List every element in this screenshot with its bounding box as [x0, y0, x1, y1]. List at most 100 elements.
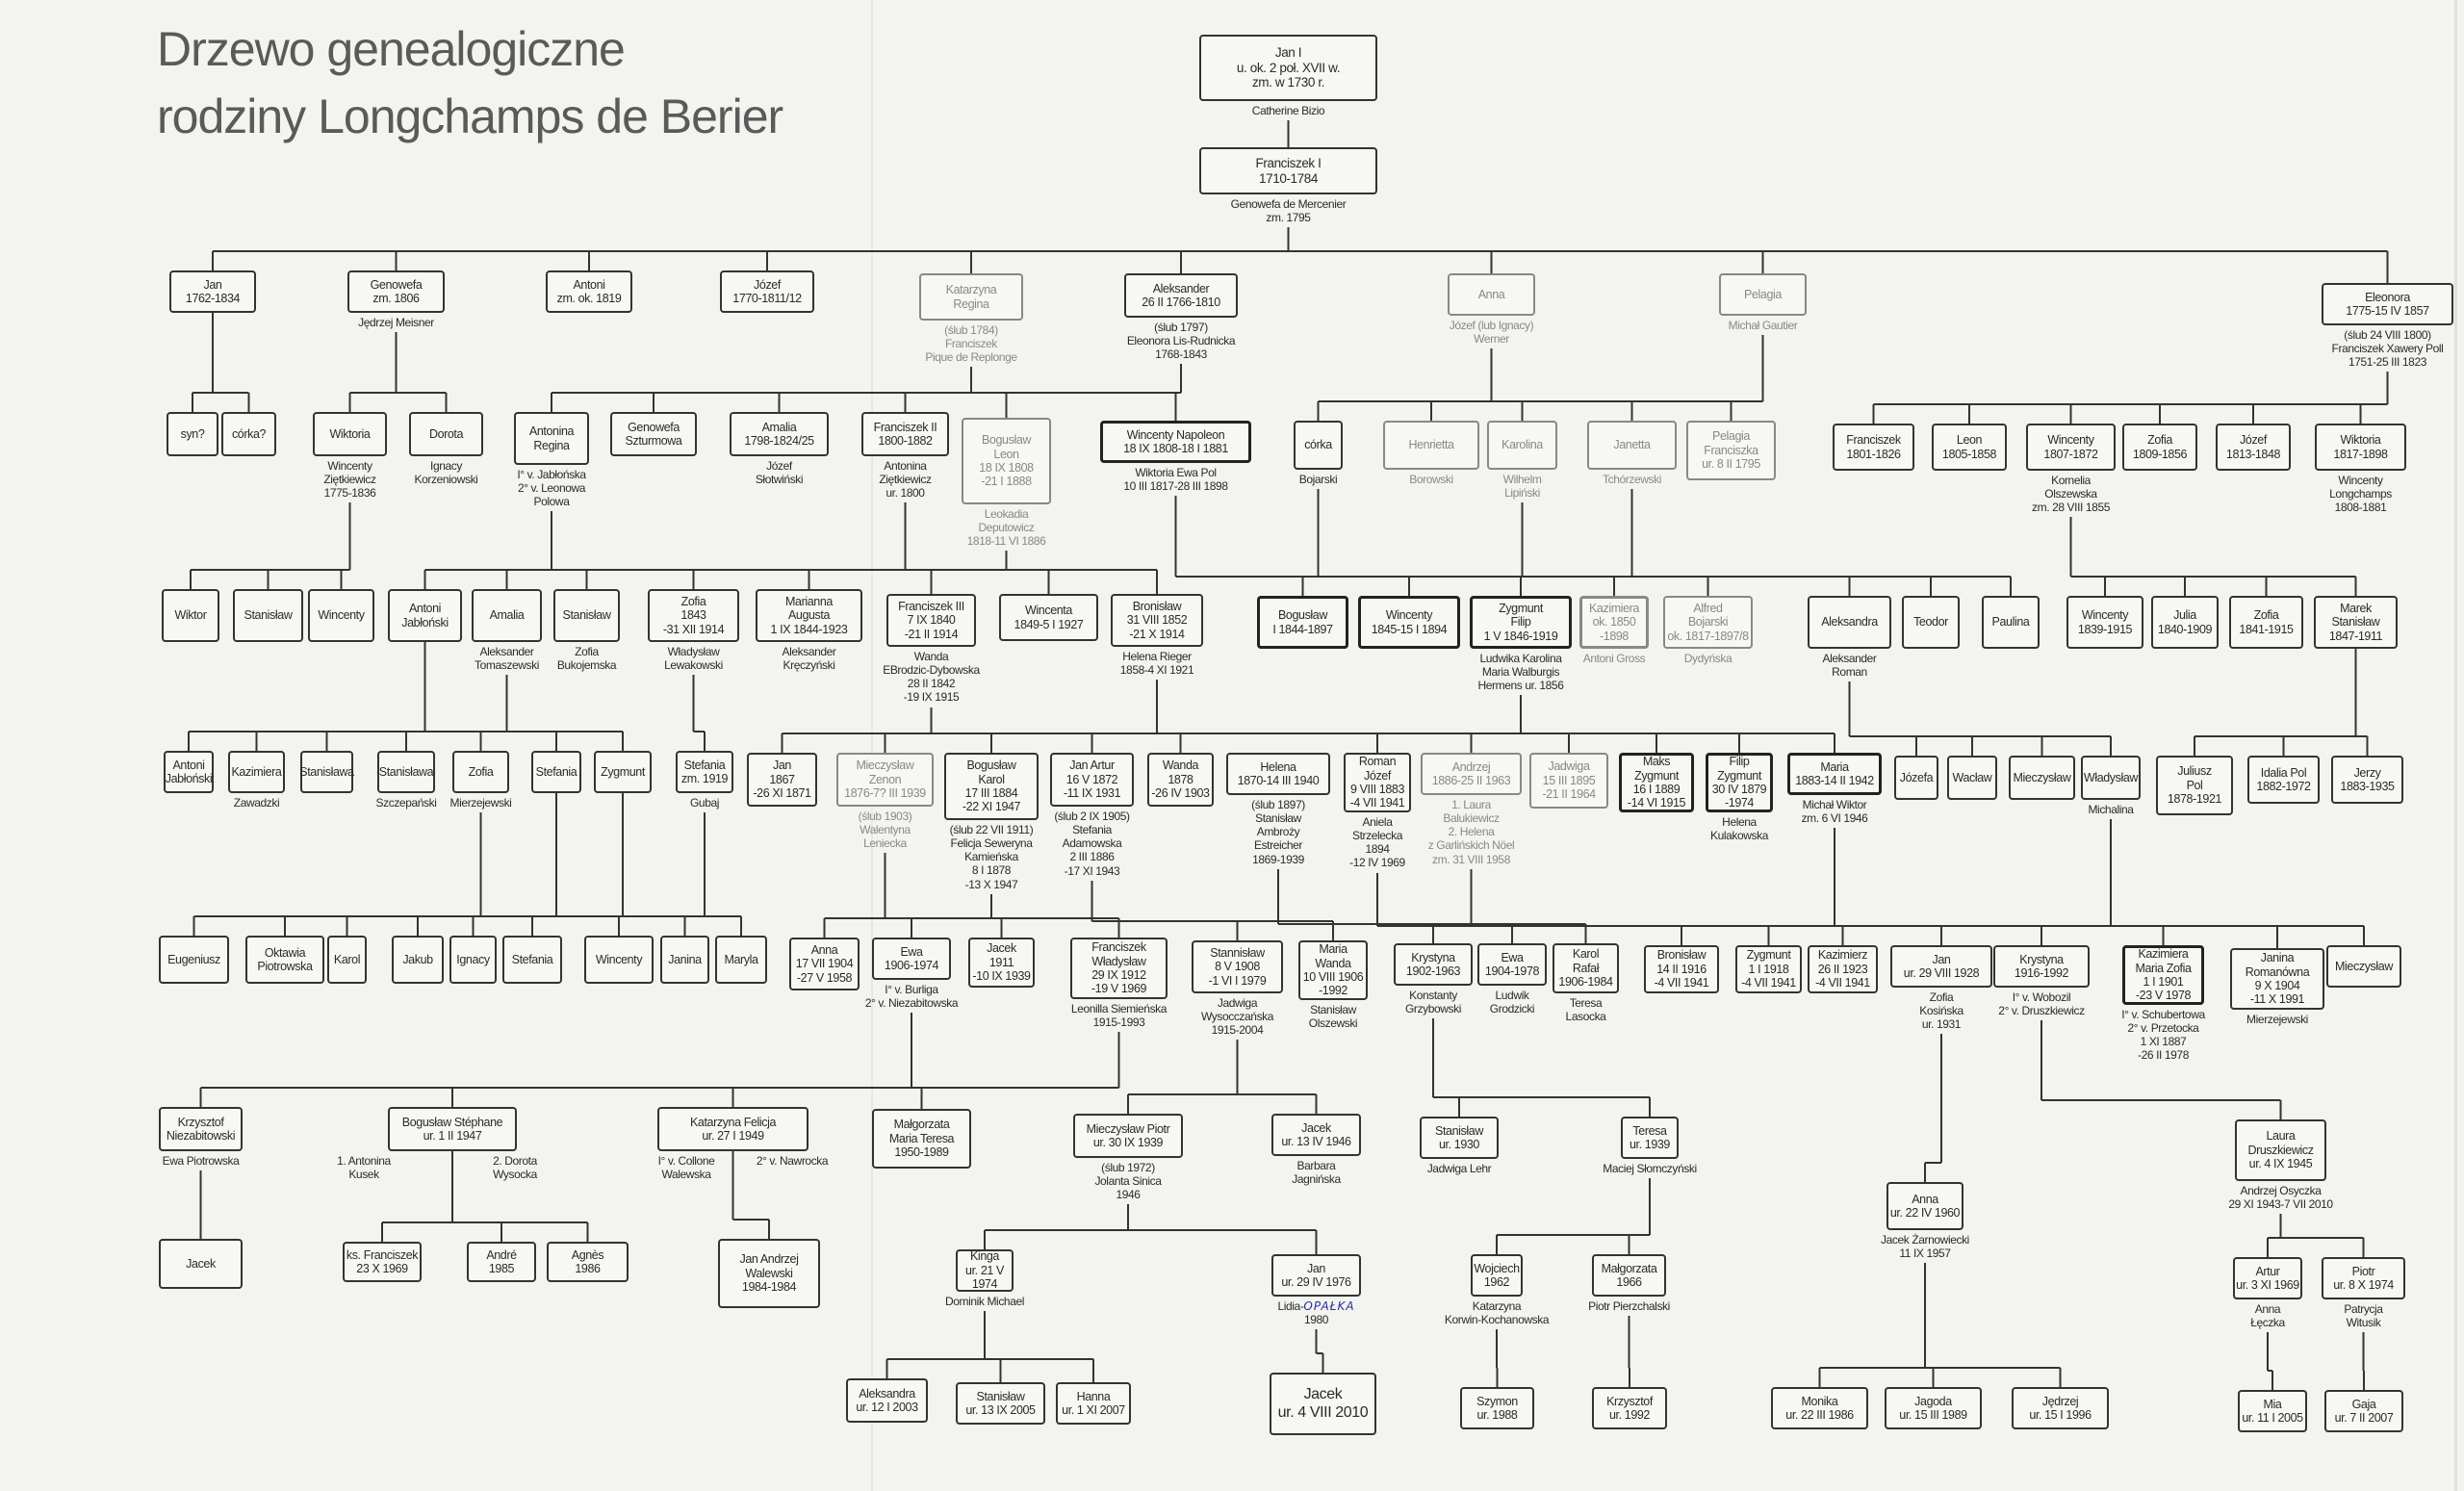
person-name-dates: Zygmunt 1 I 1918 -4 VII 1941: [1741, 948, 1796, 990]
spouse-text: Piotr Pierzchalski: [1588, 1299, 1670, 1313]
spouse-text: Leokadia Deputowicz 1818-11 VI 1886: [966, 507, 1046, 549]
connector-franc3: [781, 707, 1182, 753]
person-box-antoni: Antoni zm. ok. 1819: [546, 270, 632, 313]
spouse-text: I° v. Wobozil 2° v. Druszkiewicz: [1998, 990, 2085, 1018]
person-box-boguslaw-st: Bogusław Stéphane ur. 1 II 1947: [388, 1107, 517, 1151]
person-box-jerzy: Jerzy 1883-1935: [2331, 756, 2403, 804]
person-box-wiktoria: Wiktoria: [313, 412, 387, 456]
person-name-dates: Mieczysław Zenon 1876-7? III 1939: [844, 758, 926, 801]
person-name-dates: Juliusz Pol 1878-1921: [2167, 764, 2222, 807]
person-box-waclaw: Wacław: [1947, 756, 1997, 800]
person-box-jozef: Józef 1770-1811/12: [720, 270, 814, 313]
spouse-note: Jędrzej Meisner: [358, 316, 434, 329]
spouse-text: Helena Kulakowska: [1709, 815, 1769, 843]
spouse-note: Helena Rieger 1858-4 XI 1921: [1120, 650, 1194, 677]
person-box-amalia: Amalia 1798-1824/25: [730, 412, 829, 456]
person-box-janetta: Janetta: [1587, 421, 1677, 470]
person-box-jacek1911: Jacek 1911 -10 IX 1939: [968, 938, 1035, 988]
spouse-text: Ludwika Karolina Maria Walburgis Hermens…: [1477, 652, 1564, 693]
spouse-note: Zofia Bukojemska: [557, 645, 617, 672]
person-box-zygmunt-filip: Zygmunt Filip 1 V 1846-1919: [1470, 596, 1572, 649]
page-title-line-1: Drzewo genealogiczne: [157, 22, 626, 76]
person-box-stefania1: Stefania: [531, 751, 581, 793]
person-box-wincenta: Wincenta 1849-5 I 1927: [999, 594, 1098, 641]
person-box-mieczyslaw2: Mieczysław: [2009, 756, 2075, 800]
person-name-dates: Franciszek Władysław 29 IX 1912 -19 V 19…: [1091, 940, 1147, 996]
person-box-marianna: Marianna Augusta 1 IX 1844-1923: [756, 589, 862, 642]
person-box-krzysztof1992: Krzysztof ur. 1992: [1592, 1387, 1667, 1429]
spouse-text: Ewa Piotrowska: [162, 1154, 240, 1168]
person-name-dates: Henrietta: [1408, 438, 1454, 452]
spouse-note: Mierzejewski: [450, 796, 512, 810]
connector-zygmunt-filip: [1520, 695, 1835, 753]
person-name-dates: Maks Zygmunt 16 I 1889 -14 VI 1915: [1627, 755, 1686, 810]
person-name-dates: Jacek: [186, 1256, 216, 1271]
connector-laura: [2267, 1214, 2365, 1257]
person-name-dates: Amalia: [489, 608, 525, 623]
person-name-dates: Jadwiga 15 III 1895 -21 II 1964: [1542, 759, 1596, 802]
person-box-maria1883: Maria 1883-14 II 1942: [1787, 753, 1882, 795]
person-name-dates: Paulina: [1991, 615, 2030, 630]
person-name-dates: Dorota: [428, 426, 464, 441]
person-box-krzysztof: Krzysztof Niezabitowski: [159, 1107, 243, 1151]
spouse-text: Gubaj: [689, 796, 720, 810]
person-box-jagoda: Jagoda ur. 15 III 1989: [1885, 1387, 1982, 1429]
person-box-filip: Filip Zygmunt 30 IV 1879 -1974: [1706, 753, 1773, 812]
person-name-dates: Stannisław 8 V 1908 -1 VI I 1979: [1208, 945, 1267, 988]
spouse-text: (ślub 1972) Jolanta Sinica 1946: [1094, 1161, 1162, 1202]
person-name-dates: córka?: [231, 426, 267, 441]
person-name-dates: Laura Druszkiewicz ur. 4 IX 1945: [2247, 1129, 2314, 1171]
person-name-dates: Mia ur. 11 I 2005: [2242, 1397, 2303, 1425]
person-name-dates: Janina: [668, 952, 702, 966]
spouse-text: Mierzejewski: [449, 796, 512, 810]
page-title-line-2: rodziny Longchamps de Berier: [157, 90, 783, 143]
person-box-stefania2: Stefania: [502, 936, 562, 984]
paper-edge: [2454, 0, 2457, 1491]
person-box-henrietta: Henrietta: [1383, 421, 1479, 470]
person-name-dates: Krzysztof Niezabitowski: [166, 1115, 236, 1143]
person-box-mieczyslaw-p: Mieczysław Piotr ur. 30 IX 1939: [1073, 1114, 1183, 1158]
person-box-eugeniusz: Eugeniusz: [159, 936, 229, 984]
person-box-jan1928: Jan ur. 29 VIII 1928: [1890, 945, 1992, 988]
person-box-stanislaw2: Stanisław: [553, 589, 620, 642]
person-box-ks-franc: ks. Franciszek 23 X 1969: [343, 1242, 422, 1282]
spouse-note: Leokadia Deputowicz 1818-11 VI 1886: [967, 507, 1046, 548]
person-box-laura: Laura Druszkiewicz ur. 4 IX 1945: [2235, 1119, 2326, 1181]
person-name-dates: Jan I u. ok. 2 poł. XVII w. zm. w 1730 r…: [1236, 45, 1341, 90]
spouse-text: Andrzej Osyczka 29 XI 1943-7 VII 2010: [2228, 1184, 2333, 1212]
person-name-dates: Jan 1762-1834: [185, 277, 241, 305]
person-name-dates: Bronisław 31 VIII 1852 -21 X 1914: [1126, 599, 1188, 641]
person-name-dates: Małgorzata 1966: [1601, 1261, 1657, 1289]
connector-helena: [1277, 869, 1587, 943]
person-name-dates: Aleksander 26 II 1766-1810: [1142, 281, 1220, 309]
person-name-dates: Karol: [333, 952, 361, 966]
spouse-text: Ludwik Grodzicki: [1489, 989, 1535, 1016]
connector-zygmunt1: [417, 793, 624, 936]
person-box-kazimiera1901: Kazimiera Maria Zofia 1 I 1901 -23 V 197…: [2122, 945, 2204, 1005]
person-name-dates: Kazimiera ok. 1850 -1898: [1589, 601, 1639, 643]
spouse-note: Zawadzki: [234, 796, 280, 810]
connector-stefania1: [284, 793, 557, 936]
spouse-text: Michał Wiktor zm. 6 VI 1946: [1801, 798, 1868, 826]
person-name-dates: Wincenty 1845-15 I 1894: [1371, 608, 1448, 636]
spouse-text: Wanda EBrodzic-Dybowska 28 II 1842 -19 I…: [883, 650, 980, 705]
person-box-mieczyslaw: Mieczysław Zenon 1876-7? III 1939: [836, 753, 934, 807]
person-box-ignacy: Ignacy: [449, 936, 497, 984]
person-name-dates: Jan Andrzej Walewski 1984-1984: [739, 1252, 799, 1295]
connector-jan-artur: [1091, 881, 1334, 940]
person-box-jadwiga1895: Jadwiga 15 III 1895 -21 II 1964: [1529, 753, 1608, 809]
spouse-text: Antonina Ziętkiewicz ur. 1800: [879, 459, 932, 501]
spouse-text: (ślub 1897) Stanisław Ambroży Estreicher…: [1251, 798, 1305, 866]
spouse-note: Mierzejewski: [2246, 1013, 2308, 1026]
person-name-dates: Anna: [1477, 287, 1505, 301]
person-name-dates: Mieczysław: [2335, 959, 2393, 973]
person-name-dates: Wincenta 1849-5 I 1927: [1014, 604, 1084, 631]
person-box-jan-artur: Jan Artur 16 V 1872 -11 IX 1931: [1050, 753, 1134, 807]
spouse-text: (ślub 24 VIII 1800) Franciszek Xawery Po…: [2331, 328, 2444, 370]
person-box-stanislaw1908: Stannisław 8 V 1908 -1 VI I 1979: [1192, 940, 1283, 993]
spouse-text: (ślub 2 IX 1905) Stefania Adamowska 2 II…: [1054, 810, 1130, 878]
person-name-dates: Jacek 1911 -10 IX 1939: [972, 941, 1031, 984]
person-box-wiktor: Wiktor: [162, 589, 219, 642]
person-box-anna1904: Anna 17 VII 1904 -27 V 1958: [789, 938, 860, 990]
person-name-dates: córka: [1304, 438, 1332, 452]
